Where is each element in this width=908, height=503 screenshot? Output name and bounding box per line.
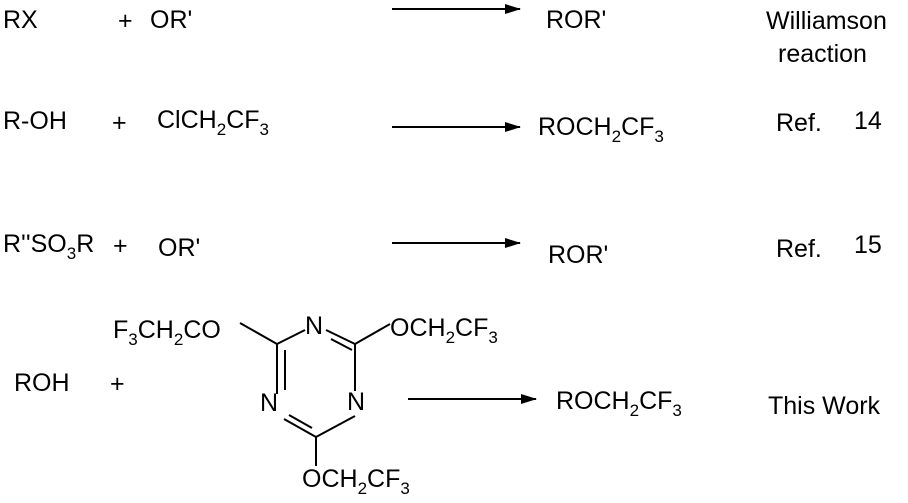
- ring-nitrogen: N: [305, 312, 323, 340]
- reactant-rx: RX: [3, 6, 38, 34]
- ring-double-bond: [288, 414, 313, 429]
- substituent-bond: [354, 323, 391, 345]
- plus-sign: +: [110, 370, 125, 398]
- reference-number: 14: [854, 107, 882, 135]
- ring-nitrogen: N: [347, 388, 365, 416]
- ring-double-bond: [330, 338, 353, 351]
- ring-bond: [276, 329, 306, 345]
- reaction-ref-14: R-OH + ClCH2CF3 ROCH2CF3 Ref. 14: [3, 106, 882, 146]
- ring-bond: [325, 329, 356, 345]
- reactant-chlorotrifluoroethane: ClCH2CF3: [157, 106, 269, 139]
- reaction-williamson: RX + OR' ROR' Williamson reaction: [3, 4, 887, 68]
- product-ether: ROR': [548, 241, 608, 269]
- substituent-right: OCH2CF3: [390, 314, 498, 347]
- plus-sign: +: [112, 109, 127, 137]
- tris-trifluoroethoxy-triazine: N N N F3CH2CO OCH2CF3 OCH2CF3: [113, 312, 498, 498]
- reference-number: 15: [854, 231, 882, 259]
- reactant-sulfonate: R''SO3R: [3, 230, 94, 263]
- ring-bond: [283, 418, 317, 438]
- plus-sign: +: [113, 232, 128, 260]
- reactant-alkoxide: OR': [158, 234, 200, 262]
- reaction-ref-15: R''SO3R + OR' ROR' Ref. 15: [3, 230, 882, 269]
- reactant-alcohol: R-OH: [3, 107, 67, 135]
- reference-label: Ref.: [776, 235, 822, 263]
- ring-bond: [315, 415, 356, 438]
- product-trifluoroethyl-ether: ROCH2CF3: [556, 387, 682, 420]
- reaction-this-work: ROH + N N N F3CH2CO OCH2CF3 OCH2CF3: [14, 312, 881, 498]
- reactant-alcohol: ROH: [14, 369, 70, 397]
- reference-label: This Work: [768, 392, 881, 420]
- reactant-alkoxide: OR': [150, 6, 192, 34]
- substituent-bond: [239, 322, 278, 345]
- plus-sign: +: [118, 7, 133, 35]
- product-ether: ROR': [546, 6, 606, 34]
- substituent-left: F3CH2CO: [113, 316, 221, 349]
- substituent-bottom: OCH2CF3: [302, 465, 410, 498]
- reference-label: Ref.: [776, 109, 822, 137]
- reference-line-1: Williamson: [766, 7, 887, 35]
- reference-line-2: reaction: [778, 40, 867, 68]
- product-trifluoroethyl-ether: ROCH2CF3: [538, 113, 664, 146]
- ring-nitrogen: N: [260, 389, 278, 417]
